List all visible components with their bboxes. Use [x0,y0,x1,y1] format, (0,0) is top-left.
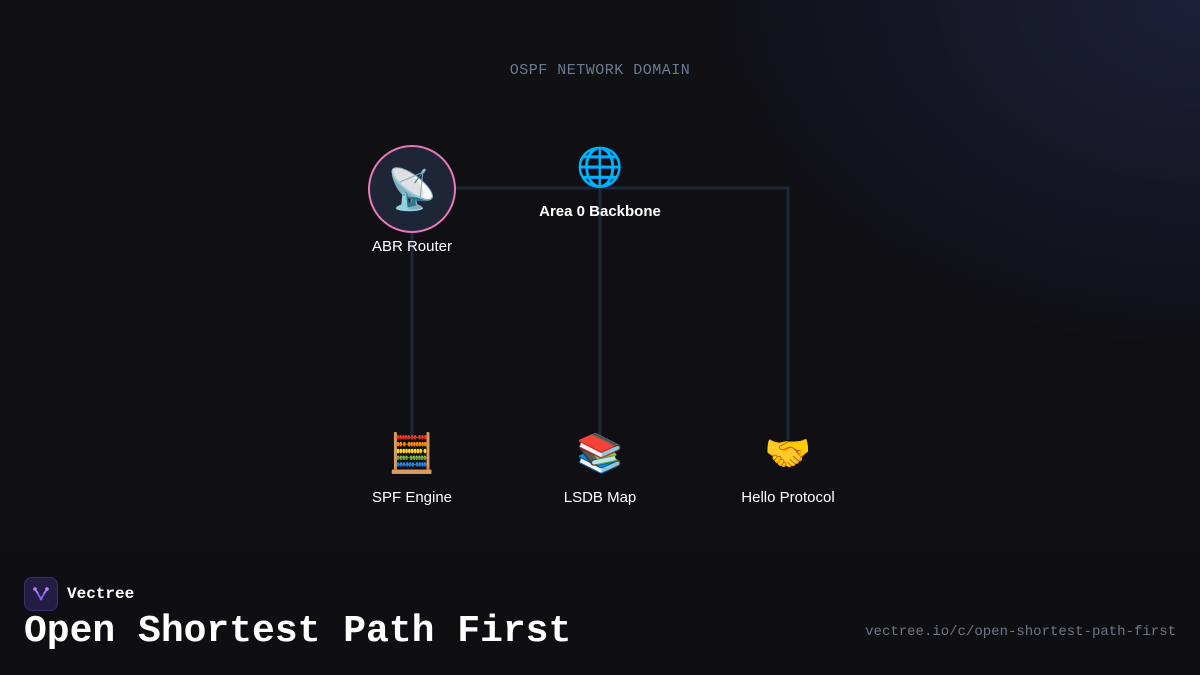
page-url[interactable]: vectree.io/c/open-shortest-path-first [865,624,1176,640]
vectree-logo-icon [24,577,58,611]
node-label-hello-protocol: Hello Protocol [741,489,835,506]
satellite-antenna-icon: 📡 [368,145,456,233]
node-spf-engine[interactable]: 🧮 SPF Engine [372,431,452,506]
edge-area0-to-hello [600,186,790,440]
abacus-icon: 🧮 [388,431,436,475]
node-label-abr-router: ABR Router [371,238,453,255]
node-abr-router[interactable]: 📡 ABR Router [368,145,456,255]
page-title: Open Shortest Path First [24,610,572,653]
node-label-lsdb-map: LSDB Map [563,489,637,506]
brand[interactable]: Vectree [24,577,134,611]
node-hello-protocol[interactable]: 🤝 Hello Protocol [741,431,834,506]
node-lsdb-map[interactable]: 📚 LSDB Map [564,431,637,506]
domain-label: OSPF NETWORK DOMAIN [509,62,691,79]
node-label-area0-backbone: Area 0 Backbone [539,203,661,220]
books-icon: 📚 [576,431,624,475]
brand-name: Vectree [67,585,135,603]
handshake-icon: 🤝 [764,431,812,475]
globe-icon: 🌐 [576,145,624,189]
node-label-spf-engine: SPF Engine [371,489,453,506]
node-area0-backbone[interactable]: 🌐 Area 0 Backbone [539,145,661,220]
